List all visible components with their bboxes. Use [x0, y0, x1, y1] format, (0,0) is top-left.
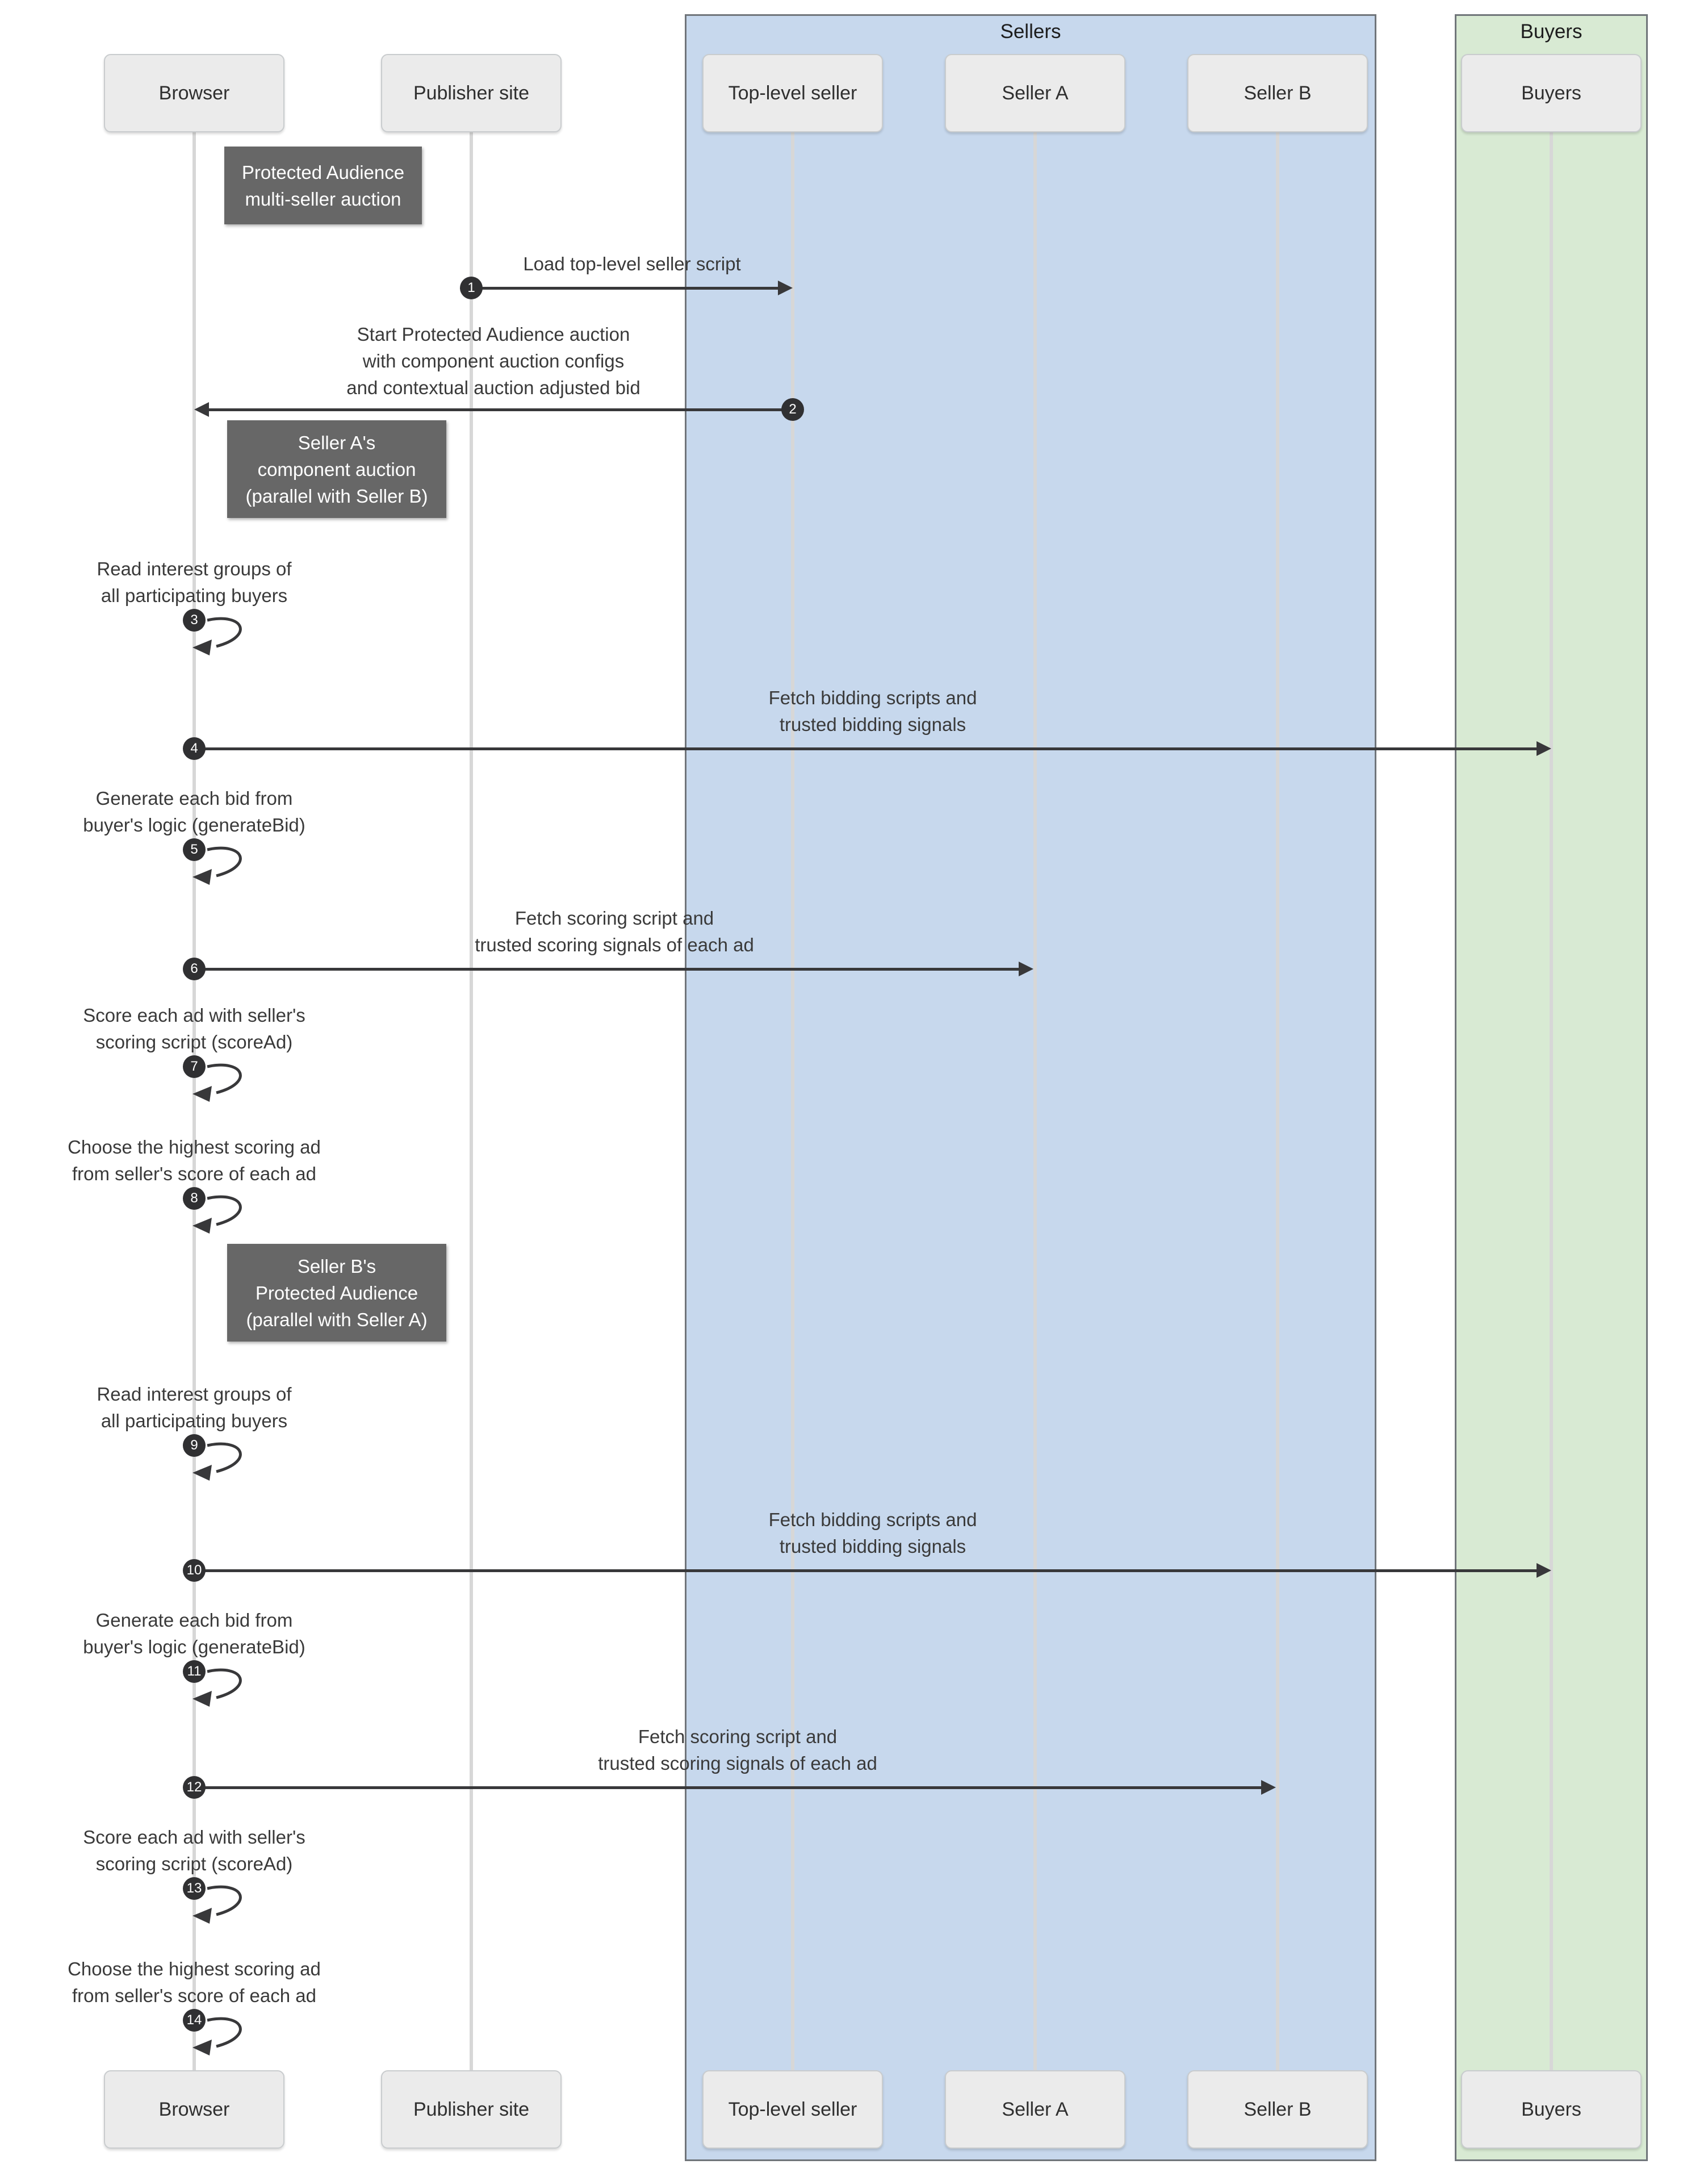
- buyers-group-title: Buyers: [1520, 20, 1583, 43]
- self-message-14-label: Choose the highest scoring ad from selle…: [68, 1958, 321, 2006]
- lifeline-seller-a: [1033, 132, 1037, 2070]
- sellers-group-title: Sellers: [1000, 20, 1061, 43]
- participant-publisher-site-bottom: Publisher site: [381, 2070, 562, 2149]
- note-seller-a-component-auction: Seller A's component auction (parallel w…: [227, 420, 446, 518]
- message-12-number: 12: [183, 1776, 206, 1799]
- lifeline-publisher-site: [470, 132, 473, 2070]
- message-4-number: 4: [183, 737, 206, 760]
- self-message-8-label: Choose the highest scoring ad from selle…: [68, 1137, 321, 1184]
- self-message-7-number: 7: [183, 1055, 206, 1078]
- participant-browser-bottom: Browser: [104, 2070, 284, 2149]
- self-message-8-number: 8: [183, 1187, 206, 1210]
- participant-buyers-top: Buyers: [1461, 54, 1642, 132]
- message-4-arrow: [194, 747, 1537, 750]
- message-10-number: 10: [183, 1559, 206, 1582]
- message-10-arrowhead-icon: [1537, 1563, 1551, 1578]
- self-message-3-label: Read interest groups of all participatin…: [97, 558, 292, 606]
- lifeline-browser: [192, 132, 196, 2070]
- message-2-number: 2: [781, 398, 804, 421]
- participant-top-level-seller-bottom: Top-level seller: [702, 2070, 883, 2149]
- message-1-arrow: [471, 287, 778, 290]
- message-12-arrow: [194, 1786, 1263, 1789]
- message-4-label: Fetch bidding scripts and trusted biddin…: [768, 687, 977, 735]
- message-12-label: Fetch scoring script and trusted scoring…: [598, 1726, 877, 1774]
- message-4-arrowhead-icon: [1537, 741, 1551, 756]
- participant-buyers-bottom: Buyers: [1461, 2070, 1642, 2149]
- self-message-13-label: Score each ad with seller's scoring scri…: [83, 1827, 305, 1874]
- lifeline-seller-b: [1276, 132, 1279, 2070]
- message-6-label: Fetch scoring script and trusted scoring…: [475, 908, 754, 955]
- self-message-5-number: 5: [183, 838, 206, 861]
- message-10-label: Fetch bidding scripts and trusted biddin…: [768, 1509, 977, 1557]
- participant-seller-b-bottom: Seller B: [1187, 2070, 1368, 2149]
- message-12-arrowhead-icon: [1261, 1780, 1276, 1795]
- message-6-number: 6: [183, 958, 206, 980]
- message-6-arrowhead-icon: [1019, 962, 1033, 976]
- participant-seller-a-top: Seller A: [945, 54, 1125, 132]
- participant-top-level-seller-top: Top-level seller: [702, 54, 883, 132]
- self-message-9-number: 9: [183, 1434, 206, 1457]
- self-message-9-label: Read interest groups of all participatin…: [97, 1384, 292, 1431]
- message-1-number: 1: [460, 277, 483, 299]
- message-2-label: Start Protected Audience auction with co…: [346, 324, 640, 398]
- self-message-7-loop-icon: [192, 1063, 242, 1102]
- message-2-arrow: [209, 408, 793, 411]
- self-message-5-loop-icon: [192, 846, 242, 885]
- self-message-11-loop-icon: [192, 1668, 242, 1707]
- lifeline-buyers: [1550, 132, 1553, 2070]
- self-message-13-loop-icon: [192, 1885, 242, 1924]
- participant-publisher-site-top: Publisher site: [381, 54, 562, 132]
- self-message-14-loop-icon: [192, 2017, 242, 2055]
- message-1-arrowhead-icon: [778, 281, 793, 295]
- participant-browser-top: Browser: [104, 54, 284, 132]
- self-message-5-label: Generate each bid from buyer's logic (ge…: [83, 788, 305, 835]
- self-message-7-label: Score each ad with seller's scoring scri…: [83, 1005, 305, 1052]
- self-message-3-loop-icon: [192, 617, 242, 655]
- message-2-arrowhead-icon: [194, 402, 209, 417]
- self-message-11-label: Generate each bid from buyer's logic (ge…: [83, 1610, 305, 1657]
- message-1-label: Load top-level seller script: [523, 253, 741, 274]
- self-message-3-number: 3: [183, 609, 206, 632]
- self-message-9-loop-icon: [192, 1442, 242, 1481]
- note-multi-seller-auction: Protected Audience multi-seller auction: [224, 147, 422, 224]
- note-seller-b-protected-audience: Seller B's Protected Audience (parallel …: [227, 1244, 446, 1342]
- self-message-8-loop-icon: [192, 1195, 242, 1234]
- message-10-arrow: [194, 1569, 1537, 1572]
- self-message-14-number: 14: [183, 2009, 206, 2032]
- participant-seller-b-top: Seller B: [1187, 54, 1368, 132]
- lifeline-top-level-seller: [791, 132, 794, 2070]
- message-6-arrow: [194, 968, 1020, 971]
- self-message-11-number: 11: [183, 1660, 206, 1683]
- participant-seller-a-bottom: Seller A: [945, 2070, 1125, 2149]
- self-message-13-number: 13: [183, 1877, 206, 1900]
- sellers-group-frame: Sellers: [685, 14, 1376, 2161]
